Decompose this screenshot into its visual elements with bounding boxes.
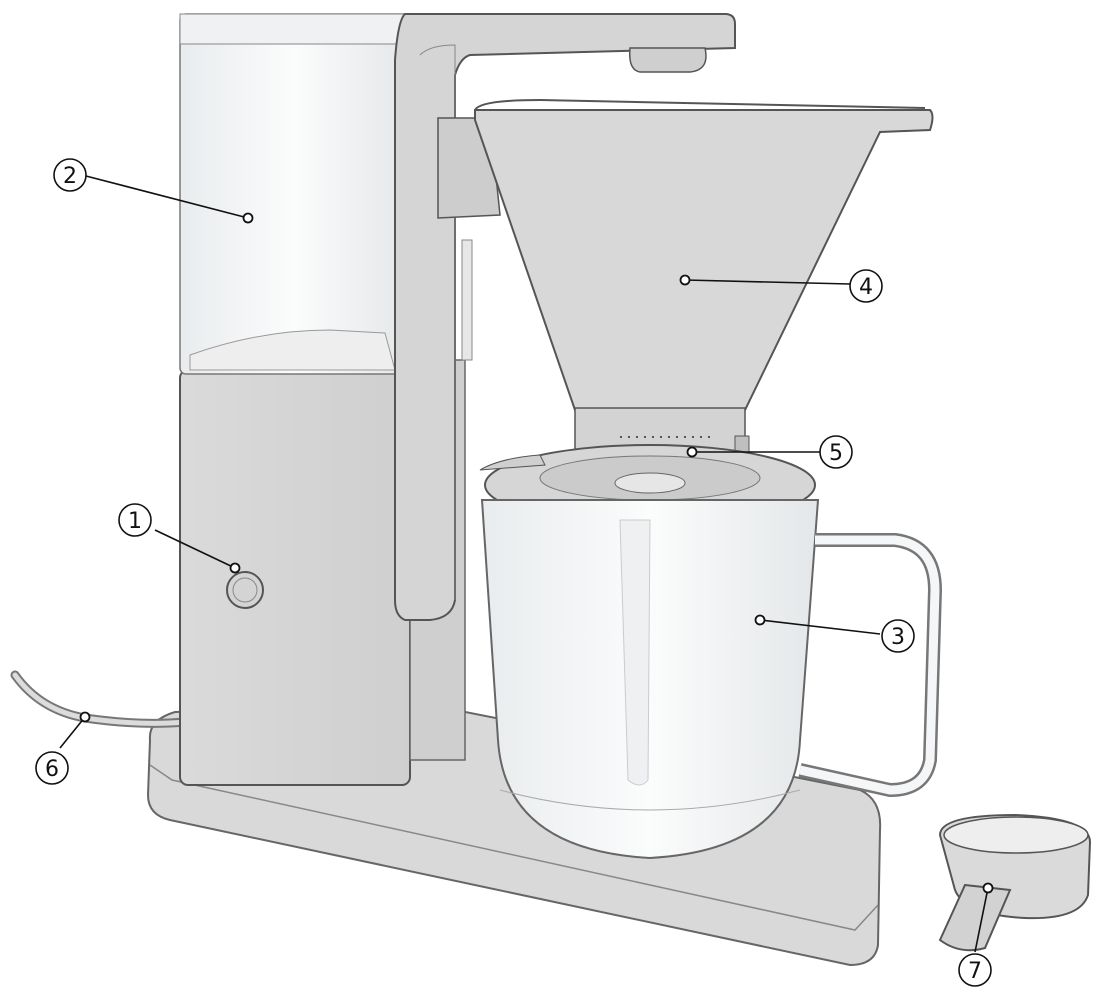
svg-text:4: 4 [859, 275, 873, 300]
svg-text:3: 3 [891, 625, 905, 650]
callout-3: 3 [881, 619, 915, 653]
measuring-scoop [938, 813, 1092, 952]
callout-1: 1 [118, 503, 152, 537]
callout-5: 5 [819, 435, 853, 469]
power-button [226, 571, 264, 609]
leader-lines [59, 175, 989, 953]
glass-carafe [480, 499, 943, 860]
callout-2: 2 [53, 158, 87, 192]
leader-dots [79, 212, 994, 894]
svg-text:6: 6 [45, 757, 59, 782]
callout-6: 6 [35, 751, 69, 785]
support-column [394, 13, 736, 621]
svg-text:7: 7 [968, 959, 982, 984]
water-tank [179, 13, 411, 375]
svg-text:1: 1 [128, 509, 142, 534]
callout-4: 4 [849, 269, 883, 303]
callout-7: 7 [958, 953, 992, 987]
svg-text:2: 2 [63, 164, 77, 189]
svg-text:5: 5 [829, 441, 843, 466]
